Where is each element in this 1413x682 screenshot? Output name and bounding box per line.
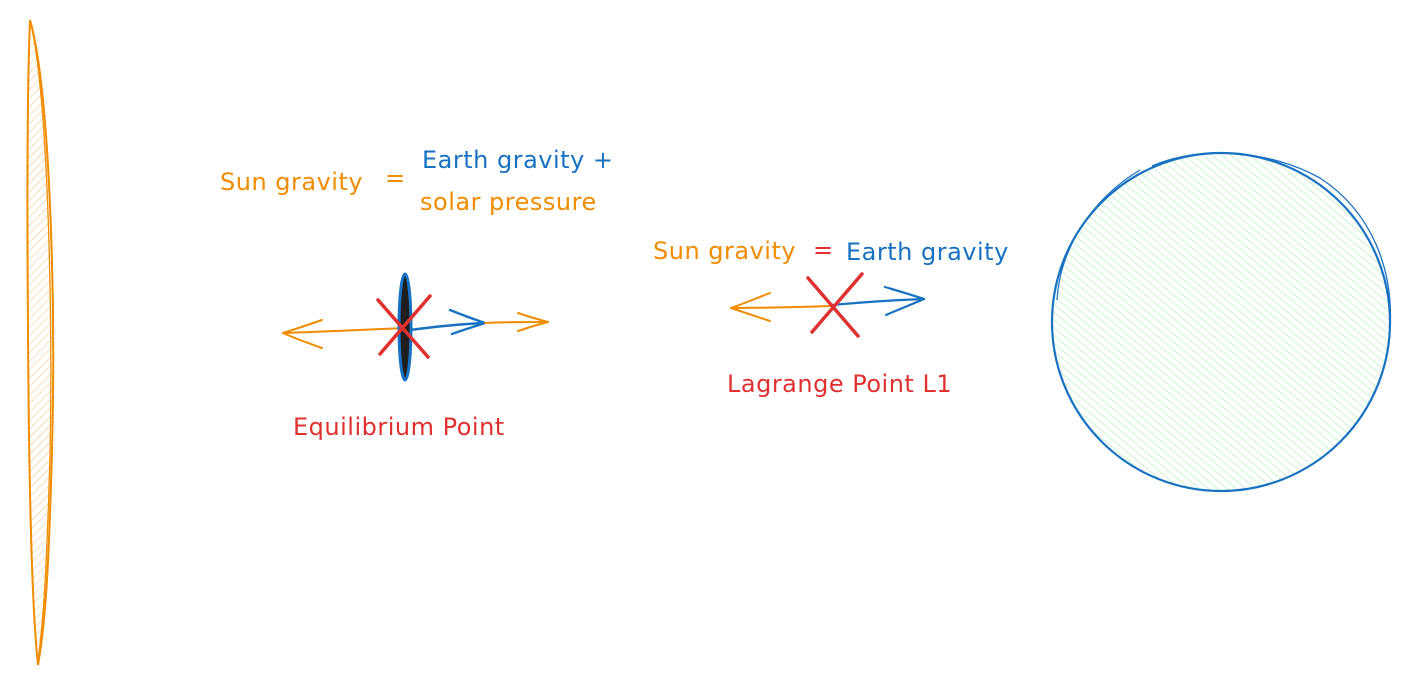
eq-earth-gravity-label: Earth gravity + — [422, 146, 614, 174]
eq-solar-pressure-label: solar pressure — [420, 188, 597, 216]
earth-gravity-arrow-icon — [408, 308, 487, 336]
eq-sun-gravity-label: Sun gravity — [220, 168, 363, 196]
l1-earth-gravity-label: Earth gravity — [846, 238, 1009, 266]
equilibrium-point-label: Equilibrium Point — [293, 413, 505, 441]
l1-sun-gravity-label: Sun gravity — [653, 237, 796, 265]
l1-earth-gravity-arrow-icon — [830, 285, 926, 317]
lagrange-point-label: Lagrange Point L1 — [727, 370, 952, 398]
l1-sun-gravity-arrow-icon — [730, 292, 833, 322]
eq-equals-sign: = — [385, 164, 406, 192]
x-mark-icon — [376, 294, 432, 359]
earth-circle-icon — [1050, 151, 1392, 493]
lagrange-group — [730, 272, 926, 338]
sun-gravity-arrow-icon — [282, 319, 405, 349]
sun-edge-icon — [26, 19, 55, 666]
l1-x-mark-icon — [806, 272, 864, 338]
l1-equals-sign: = — [813, 236, 834, 264]
equilibrium-group — [282, 272, 549, 382]
solar-pressure-arrow-icon — [484, 312, 549, 332]
